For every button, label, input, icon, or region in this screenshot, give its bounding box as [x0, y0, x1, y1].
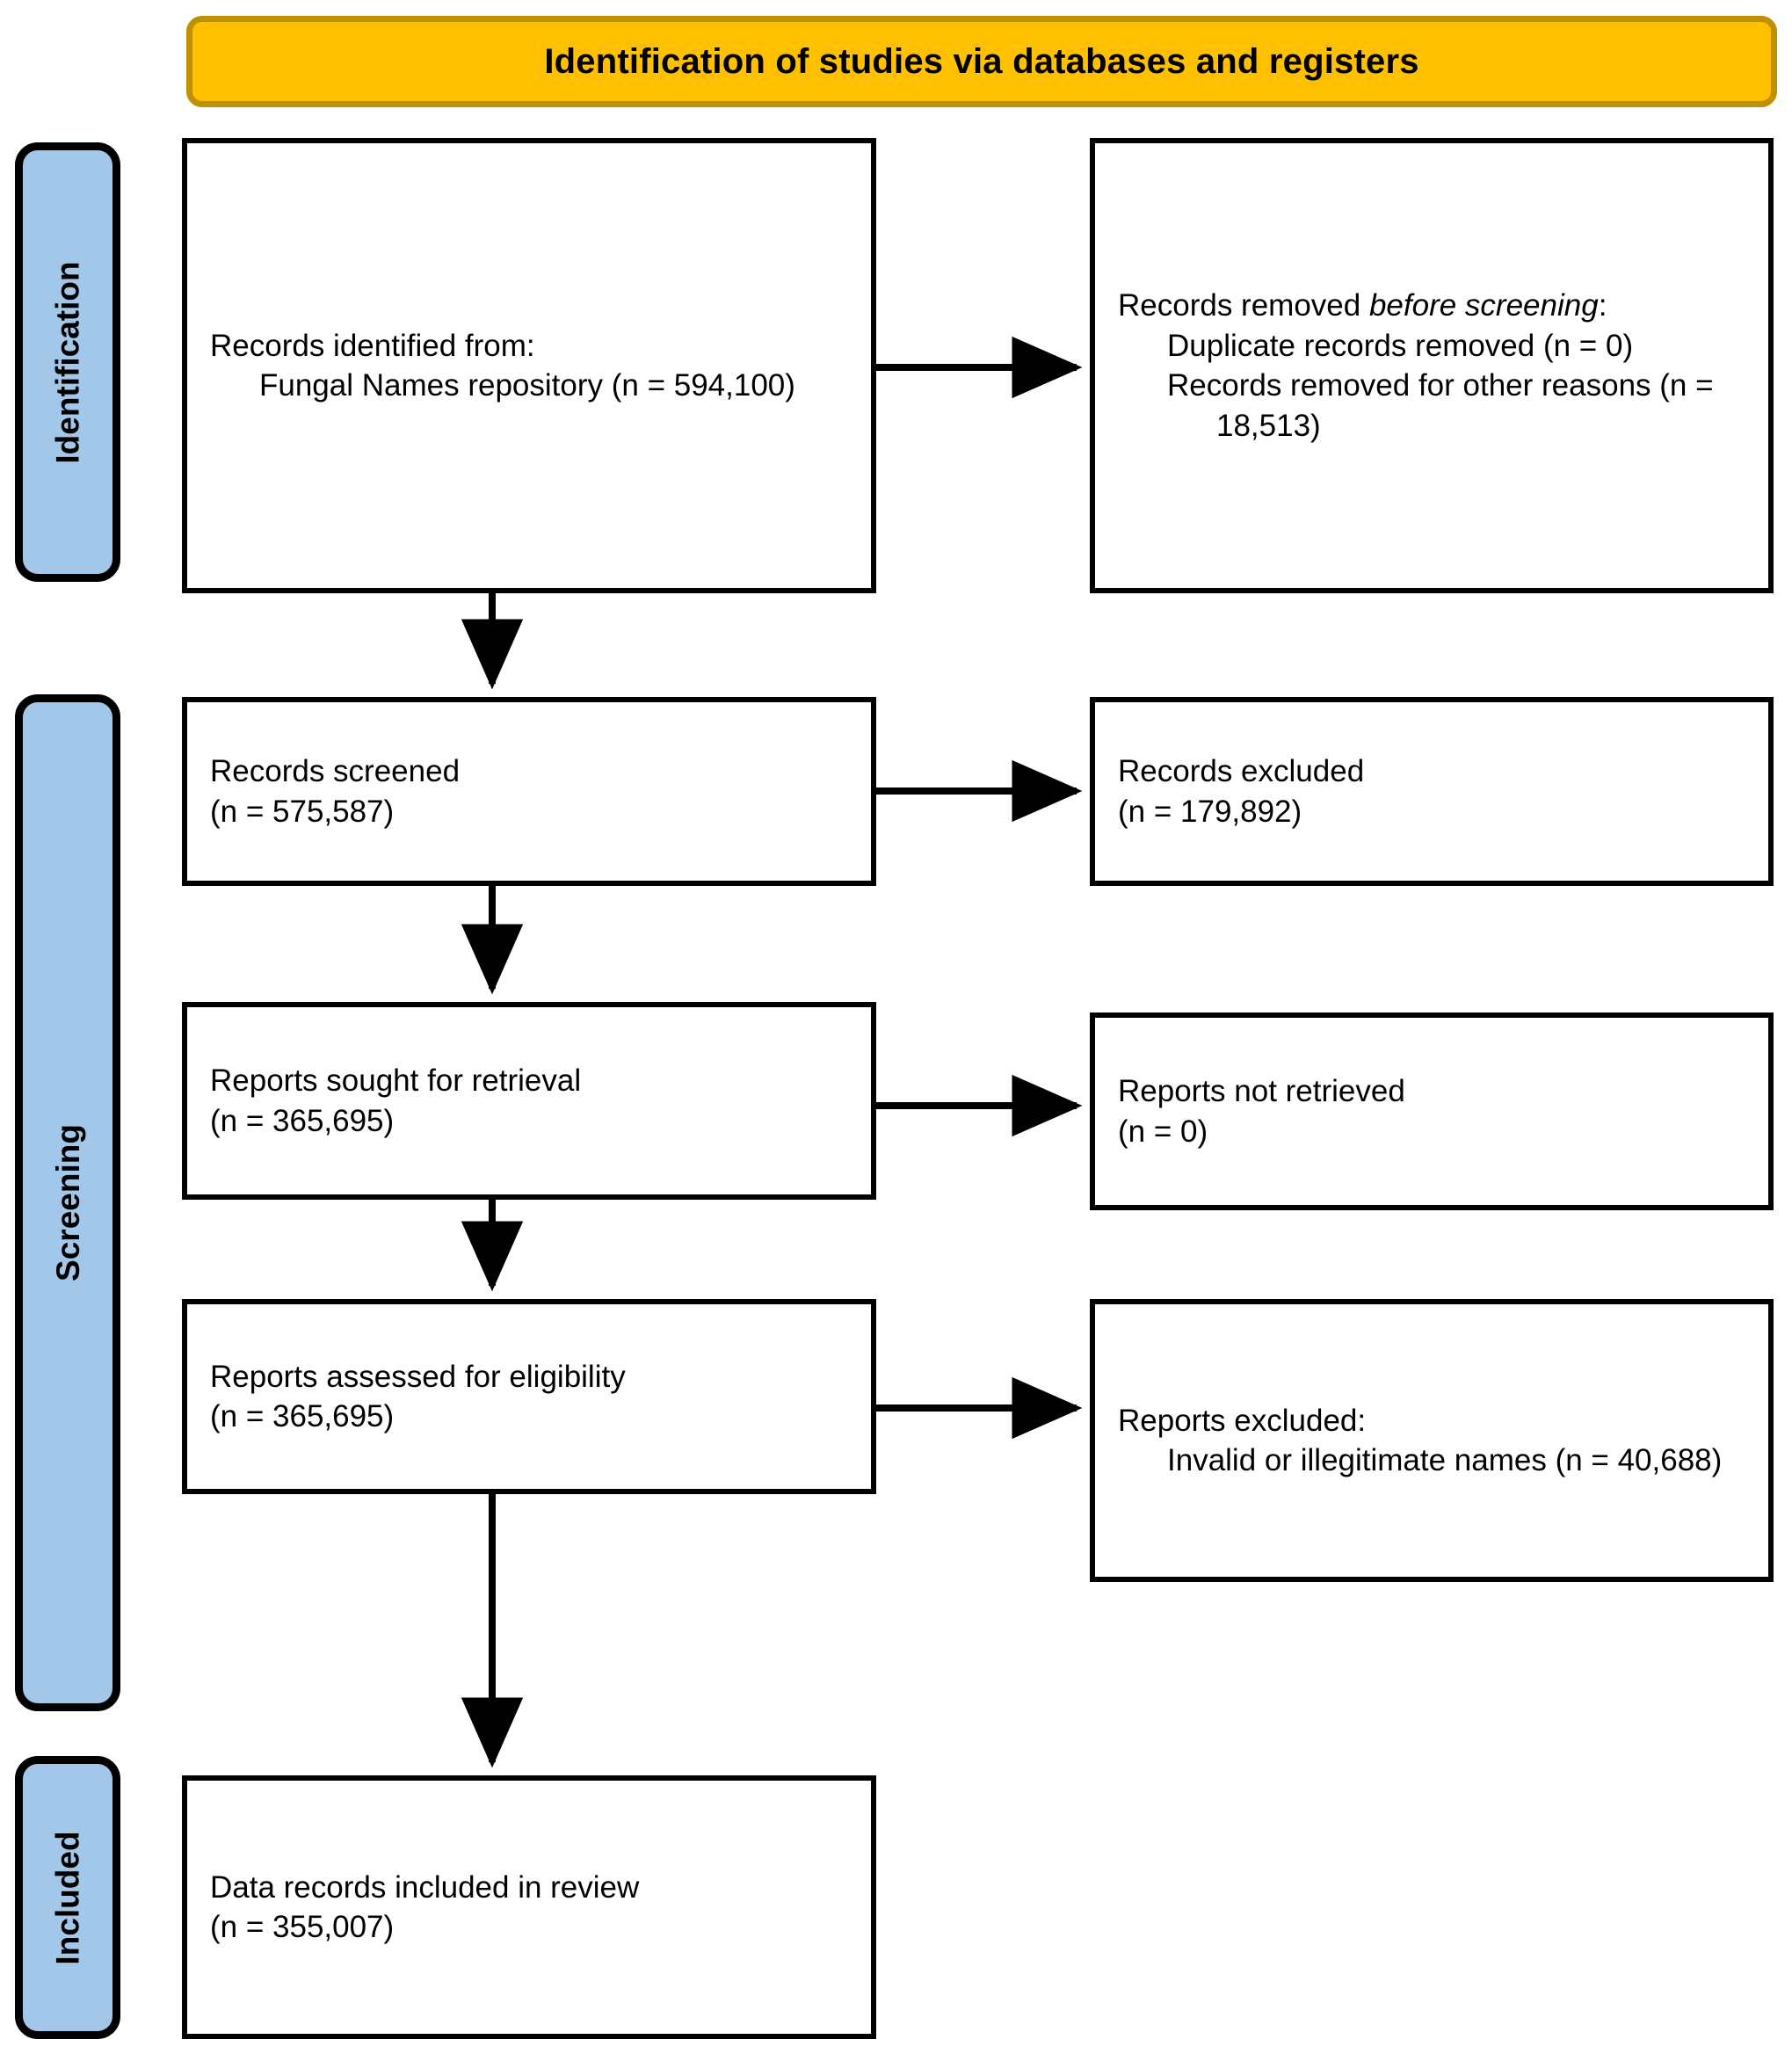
box-reports-not-retrieved: Reports not retrieved (n = 0): [1090, 1012, 1774, 1210]
reports-not-retrieved-lead: Reports not retrieved: [1118, 1074, 1405, 1108]
box-records-identified-text: Records identified from: Fungal Names re…: [210, 326, 848, 406]
stage-sidebar-identification: Identification: [15, 142, 120, 582]
box-records-excluded-text: Records excluded (n = 179,892): [1118, 751, 1745, 831]
reports-not-retrieved-count: (n = 0): [1118, 1114, 1208, 1149]
records-screened-lead: Records screened: [210, 754, 461, 788]
included-final-count: (n = 355,007): [210, 1910, 395, 1944]
box-reports-assessed-text: Reports assessed for eligibility (n = 36…: [210, 1357, 848, 1437]
records-excluded-lead: Records excluded: [1118, 754, 1365, 788]
records-screened-count: (n = 575,587): [210, 794, 395, 829]
page-title: Identification of studies via databases …: [544, 41, 1419, 81]
stage-sidebar-included: Included: [15, 1756, 120, 2039]
duplicate-records-removed: Duplicate records removed (n = 0): [1167, 328, 1634, 363]
reports-excluded-reason: Invalid or illegitimate names (n = 40,68…: [1167, 1443, 1723, 1477]
reports-sought-lead: Reports sought for retrieval: [210, 1063, 582, 1098]
reports-sought-count: (n = 365,695): [210, 1103, 395, 1138]
box-reports-sought-text: Reports sought for retrieval (n = 365,69…: [210, 1061, 848, 1141]
box-records-screened-text: Records screened (n = 575,587): [210, 751, 848, 831]
box-records-excluded: Records excluded (n = 179,892): [1090, 697, 1774, 886]
box-reports-excluded-text: Reports excluded: Invalid or illegitimat…: [1118, 1401, 1745, 1481]
stage-label-identification: Identification: [49, 260, 86, 464]
records-removed-lead-suffix: :: [1598, 288, 1607, 323]
box-records-identified: Records identified from: Fungal Names re…: [182, 138, 876, 593]
box-included-final-text: Data records included in review (n = 355…: [210, 1868, 848, 1948]
box-reports-assessed-for-eligibility: Reports assessed for eligibility (n = 36…: [182, 1299, 876, 1494]
reports-assessed-lead: Reports assessed for eligibility: [210, 1359, 626, 1394]
records-removed-lead-prefix: Records removed: [1118, 288, 1369, 323]
stage-sidebar-screening: Screening: [15, 694, 120, 1711]
records-removed-other-reasons: Records removed for other reasons (n = 1…: [1167, 368, 1714, 443]
box-records-screened: Records screened (n = 575,587): [182, 697, 876, 886]
reports-assessed-count: (n = 365,695): [210, 1399, 395, 1433]
included-final-lead: Data records included in review: [210, 1869, 640, 1905]
stage-label-screening: Screening: [49, 1124, 86, 1281]
box-data-records-included: Data records included in review (n = 355…: [182, 1775, 876, 2039]
records-identified-lead: Records identified from:: [210, 328, 535, 363]
reports-excluded-lead: Reports excluded:: [1118, 1403, 1367, 1438]
box-records-removed-text: Records removed before screening: Duplic…: [1118, 286, 1745, 446]
box-records-removed-before-screening: Records removed before screening: Duplic…: [1090, 138, 1774, 593]
diagram-header-banner: Identification of studies via databases …: [186, 16, 1777, 107]
box-reports-excluded: Reports excluded: Invalid or illegitimat…: [1090, 1299, 1774, 1582]
records-removed-lead: Records removed before screening:: [1118, 286, 1745, 326]
records-removed-lead-italic: before screening: [1368, 288, 1599, 323]
box-reports-not-retrieved-text: Reports not retrieved (n = 0): [1118, 1071, 1745, 1151]
records-excluded-count: (n = 179,892): [1118, 794, 1302, 829]
records-identified-source: Fungal Names repository (n = 594,100): [259, 368, 795, 403]
box-reports-sought-for-retrieval: Reports sought for retrieval (n = 365,69…: [182, 1002, 876, 1200]
stage-label-included: Included: [49, 1830, 86, 1965]
